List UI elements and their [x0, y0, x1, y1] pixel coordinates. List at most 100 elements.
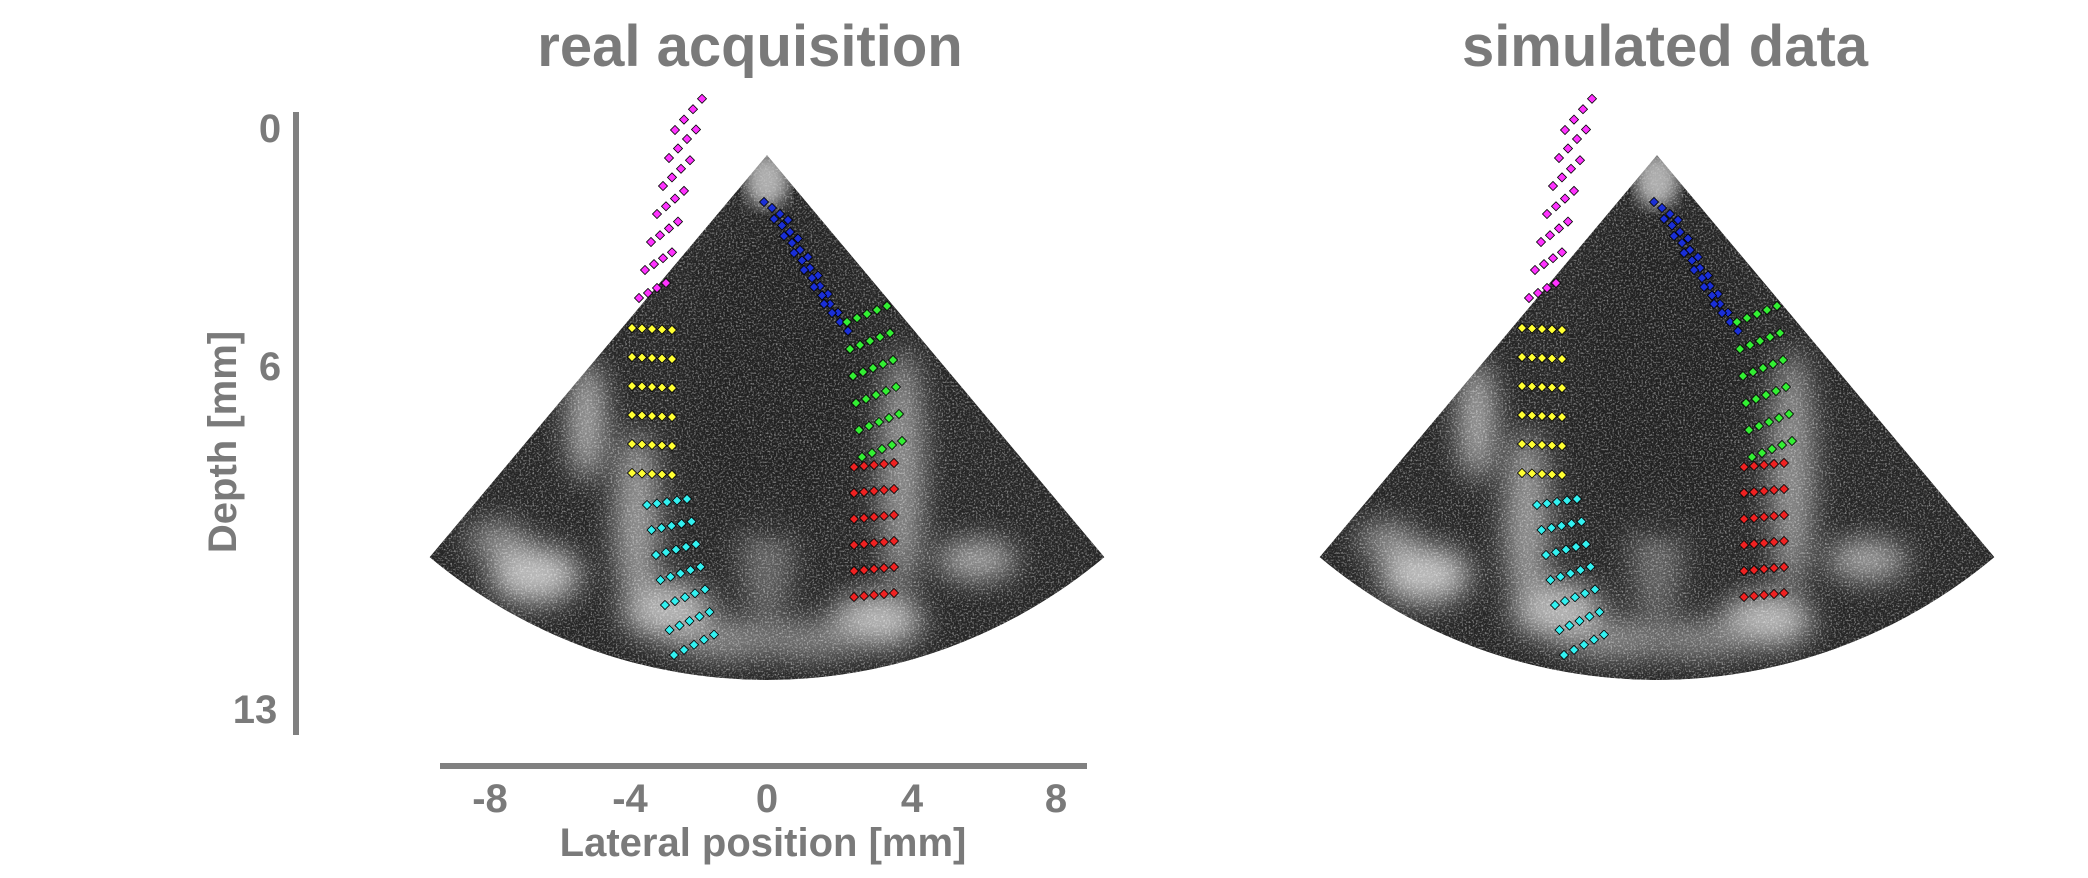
tracking-marker [778, 230, 790, 242]
tracking-marker [1589, 584, 1601, 595]
tracking-marker [654, 230, 666, 241]
tracking-marker [1696, 272, 1708, 284]
tracking-marker [657, 180, 669, 192]
tracking-marker [656, 324, 668, 335]
tracking-marker [1773, 412, 1785, 424]
myocardium-markers [626, 93, 908, 661]
tracking-marker [660, 547, 672, 558]
tracking-marker [1523, 292, 1535, 304]
tracking-marker [669, 193, 681, 204]
tracking-marker [1678, 247, 1690, 259]
tracking-marker [1569, 592, 1581, 603]
tracking-marker [690, 539, 702, 550]
tracking-marker [832, 307, 844, 318]
tracking-marker [1778, 587, 1790, 599]
tracking-marker [687, 104, 699, 115]
tracking-marker [694, 611, 705, 622]
tracking-marker [1551, 496, 1563, 508]
tracking-marker [1541, 208, 1553, 220]
tracking-marker [1546, 324, 1558, 335]
tracking-marker [1648, 196, 1660, 208]
tracking-marker [847, 370, 859, 382]
tracking-marker [868, 537, 880, 549]
tracking-marker [1598, 629, 1610, 640]
tracking-marker [666, 324, 678, 336]
tracking-marker [675, 568, 686, 579]
tracking-marker [1748, 460, 1760, 472]
tracking-marker [1768, 510, 1780, 522]
tracking-marker [1586, 93, 1598, 104]
tracking-marker [651, 282, 663, 294]
tracking-marker [1541, 282, 1553, 294]
tracking-marker [784, 226, 796, 238]
tracking-marker [848, 591, 860, 603]
tracking-marker [636, 323, 648, 334]
tracking-marker [808, 281, 820, 293]
tracking-marker [854, 339, 866, 351]
tracking-marker [1526, 323, 1538, 334]
tracking-marker [858, 538, 870, 550]
tracking-marker [1746, 451, 1758, 463]
tracking-marker [1766, 443, 1778, 455]
tracking-marker [1756, 447, 1768, 459]
tracking-marker [1750, 393, 1762, 405]
tracking-marker [1748, 512, 1760, 524]
tracking-marker [1556, 172, 1568, 183]
tracking-marker [1574, 155, 1586, 166]
tracking-marker [871, 304, 883, 316]
tracking-marker [856, 451, 868, 463]
tracking-marker [1536, 524, 1547, 536]
tracking-marker [842, 325, 854, 337]
tracking-marker [1688, 264, 1700, 276]
tracking-marker [884, 327, 896, 339]
tracking-marker [806, 272, 818, 284]
tracking-marker [1760, 389, 1772, 401]
tracking-marker [873, 416, 885, 428]
tracking-marker [1546, 353, 1558, 364]
tracking-marker [626, 438, 638, 450]
tracking-marker [1559, 193, 1571, 204]
tracking-marker [668, 649, 680, 661]
tracking-marker [651, 498, 663, 509]
tracking-marker [699, 584, 711, 595]
tracking-marker [1546, 440, 1558, 451]
tracking-marker [844, 343, 856, 355]
tracking-marker [679, 592, 691, 603]
tracking-marker [1556, 411, 1568, 423]
tracking-marker [858, 590, 870, 602]
tracking-marker [646, 410, 658, 422]
tracking-marker [648, 259, 660, 270]
tracking-marker [698, 634, 710, 645]
myocardium-markers [1516, 93, 1798, 661]
tracking-marker [1516, 322, 1528, 334]
tracking-marker [848, 487, 860, 499]
tracking-marker [1556, 353, 1568, 365]
tracking-marker [1734, 343, 1746, 355]
tracking-marker [1594, 606, 1605, 618]
tracking-marker [1753, 420, 1765, 432]
tracking-marker [1783, 408, 1795, 420]
tracking-marker [626, 467, 638, 479]
tracking-marker [1559, 124, 1571, 136]
tracking-marker [798, 264, 810, 276]
tracking-marker [666, 247, 678, 258]
tracking-marker [1780, 381, 1792, 393]
tracking-marker [1738, 461, 1750, 473]
tracking-marker [688, 639, 700, 650]
tracking-marker [1758, 511, 1770, 523]
tracking-marker [1562, 143, 1574, 154]
tracking-marker [1516, 409, 1528, 421]
tracking-marker [672, 216, 684, 227]
tracking-marker [708, 629, 720, 640]
tracking-marker [888, 535, 900, 547]
tracking-marker [848, 539, 860, 551]
tracking-marker [1553, 152, 1565, 164]
tracking-marker [696, 93, 708, 104]
tracking-marker [881, 300, 893, 312]
tracking-marker [1778, 535, 1790, 547]
tracking-marker [656, 353, 668, 364]
tracking-marker [1556, 324, 1568, 336]
tracking-marker [841, 316, 853, 328]
tracking-marker [656, 411, 668, 422]
tracking-marker [878, 536, 890, 548]
